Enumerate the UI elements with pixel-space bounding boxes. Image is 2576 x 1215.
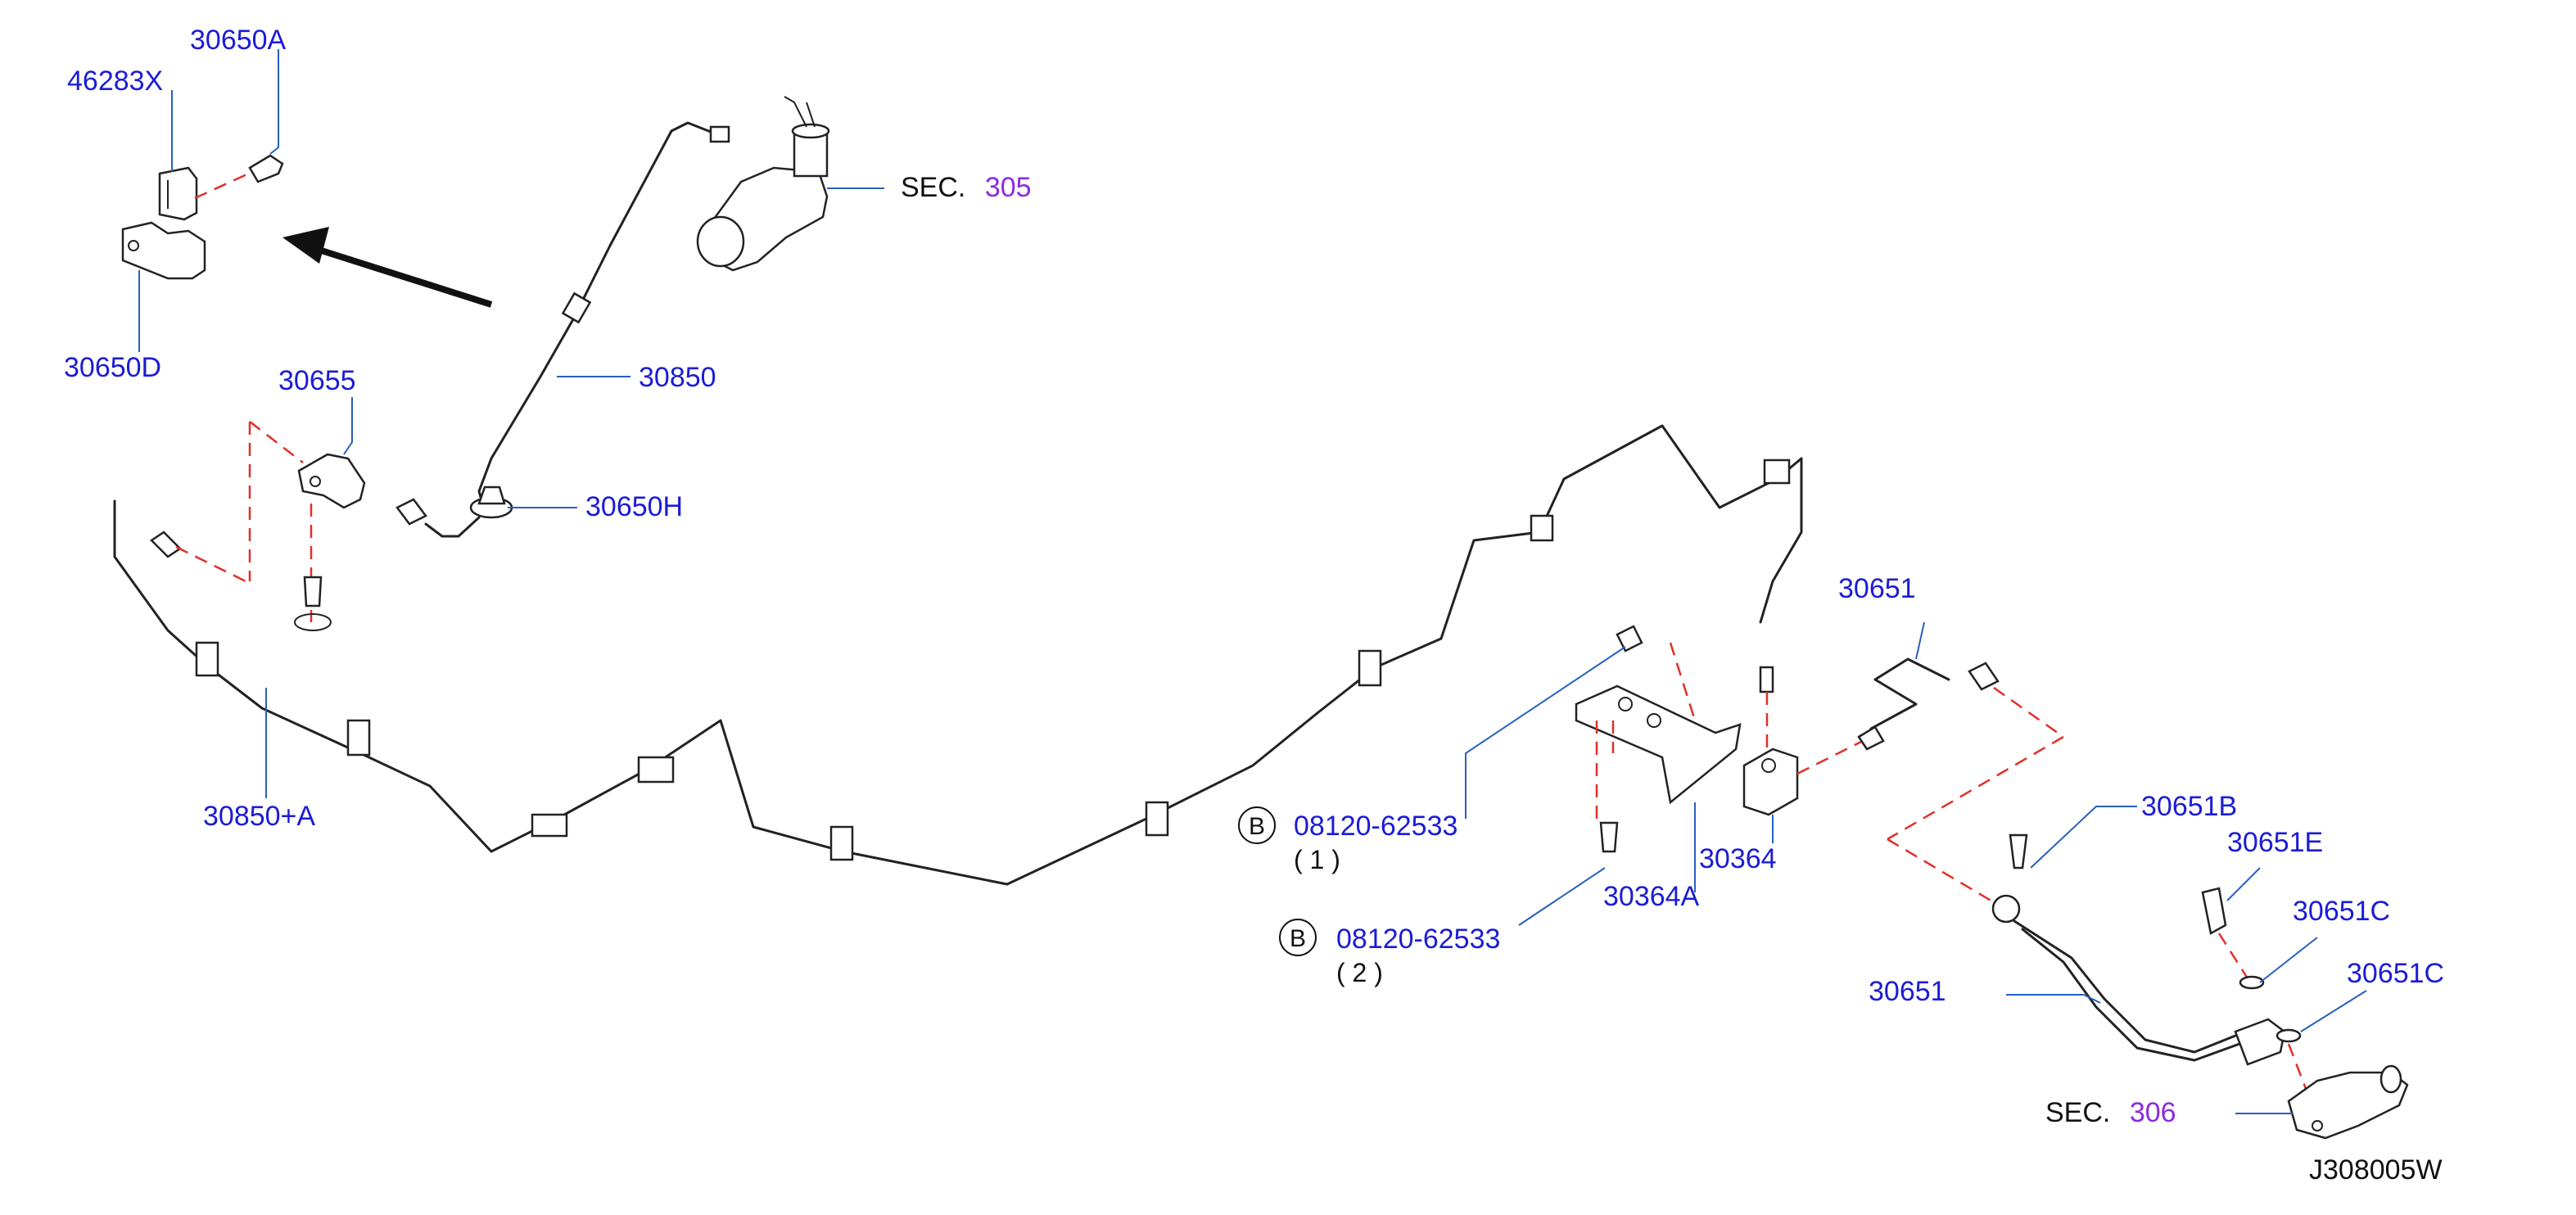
label-30364[interactable]: 30364 [1699,843,1777,874]
bracket-30364A [1575,684,1742,805]
bracket-30655 [297,453,366,509]
bolt-qty: ( 1 ) [1294,845,1340,874]
section-ref-305[interactable]: SEC. 305 [901,174,1032,201]
master-cylinder [696,96,830,272]
bolt-30651E [2201,887,2227,935]
clamp-detail [121,154,284,280]
label-30655[interactable]: 30655 [278,365,356,396]
block-30364 [1742,748,1799,816]
section-prefix: SEC. [2045,1097,2111,1128]
label-30651E[interactable]: 30651E [2227,827,2324,858]
clutch-line-30850 [477,121,721,516]
label-30850A[interactable]: 30850+A [203,801,316,832]
label-30651C[interactable]: 30651C [2293,896,2391,927]
label-30850[interactable]: 30850 [639,362,716,393]
label-bolt-08120-62533[interactable]: 08120-62533 [1336,924,1501,955]
label-30651C[interactable]: 30651C [2347,958,2445,989]
section-number: 305 [984,172,1032,203]
bolt-symbol-b: B [1238,806,1276,844]
hose-30651 [1991,894,2286,1066]
diagram-code: J308005W [2309,1154,2443,1186]
section-number: 306 [2129,1097,2176,1128]
label-30650A[interactable]: 30650A [190,25,287,56]
label-bolt-08120-62533[interactable]: 08120-62533 [1294,811,1458,842]
clutch-line-30850A [113,424,1803,886]
label-46283X[interactable]: 46283X [67,65,164,97]
operating-cylinder [2287,1064,2409,1140]
label-30651[interactable]: 30651 [1869,976,1946,1007]
label-30651B[interactable]: 30651B [2141,791,2238,822]
leader-lines [138,49,2367,1114]
section-prefix: SEC. [901,172,966,203]
direction-arrow [282,227,493,308]
label-30650H[interactable]: 30650H [585,491,684,522]
bolt-symbol-b: B [1279,919,1317,956]
bolt-qty: ( 2 ) [1336,958,1383,987]
label-30364A[interactable]: 30364A [1603,881,1700,912]
label-30650D[interactable]: 30650D [64,352,162,383]
label-30651-top[interactable]: 30651 [1838,573,1916,604]
grommet-30650H [469,486,513,519]
section-ref-306[interactable]: SEC. 306 [2045,1099,2176,1127]
